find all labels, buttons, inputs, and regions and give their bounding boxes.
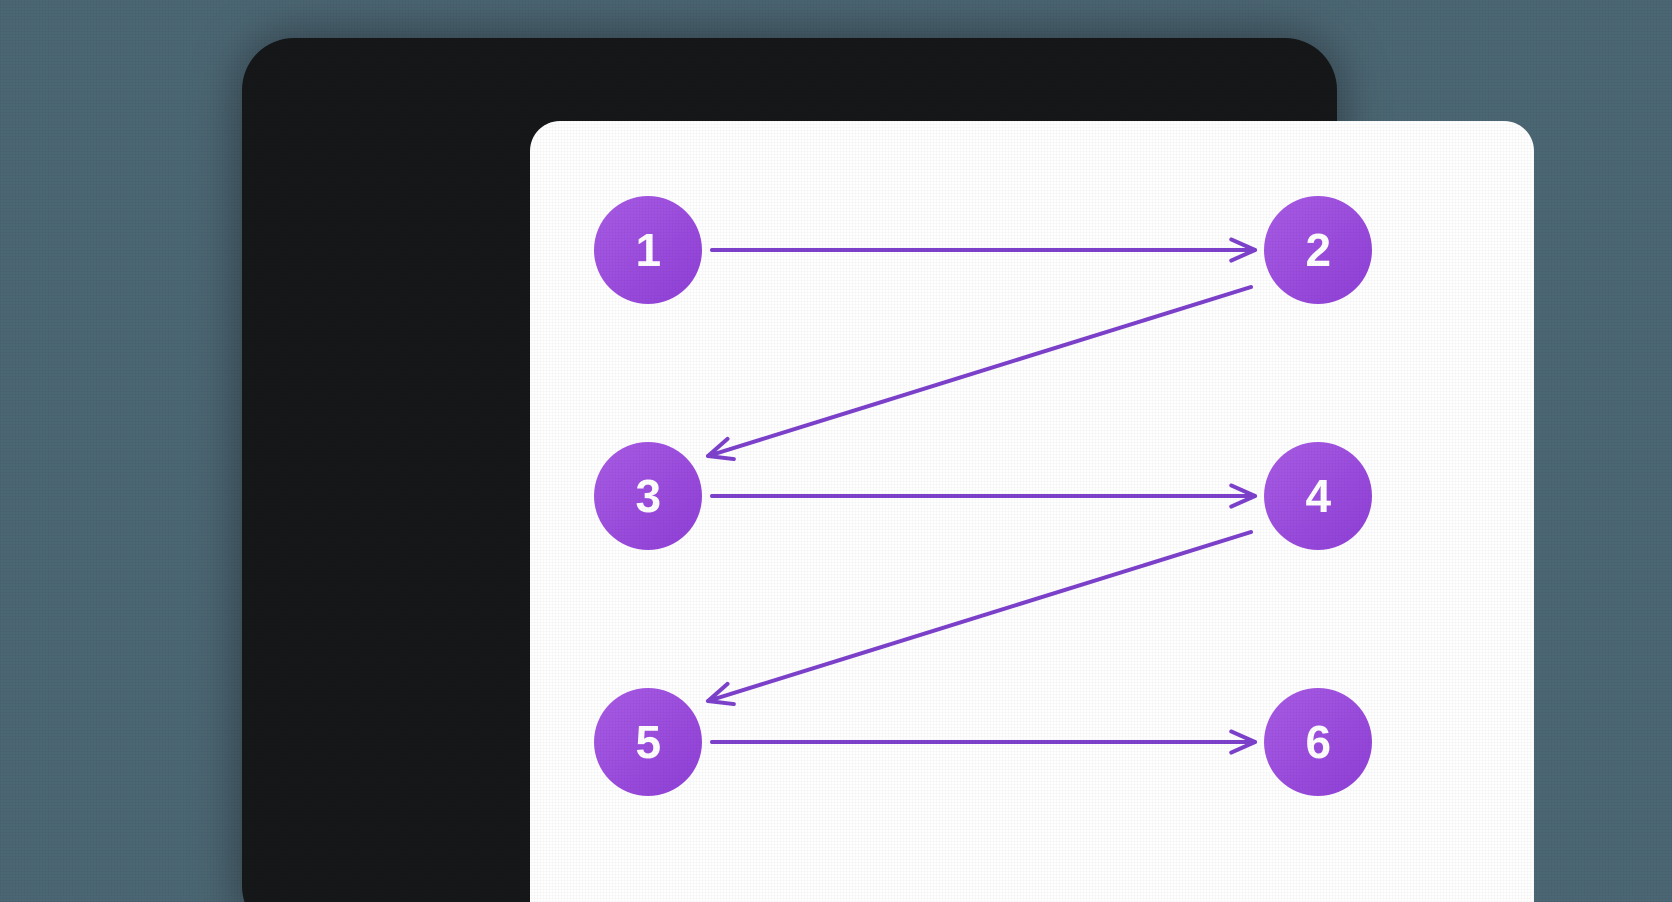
device-bezel: 1 2 3 4 5 6 bbox=[242, 38, 1534, 902]
graph-node-6[interactable]: 6 bbox=[1264, 688, 1372, 796]
edge-5-to-6 bbox=[710, 729, 1257, 755]
edge-1-to-2 bbox=[710, 237, 1257, 263]
graph-node-label: 5 bbox=[635, 716, 661, 768]
graph-node-4[interactable]: 4 bbox=[1264, 442, 1372, 550]
graph-node-label: 6 bbox=[1305, 716, 1331, 768]
arrowhead-icon bbox=[1229, 237, 1257, 263]
edge-2-to-3 bbox=[706, 285, 1253, 462]
graph-node-3[interactable]: 3 bbox=[594, 442, 702, 550]
arrowhead-icon bbox=[1229, 729, 1257, 755]
edge-layer bbox=[706, 237, 1257, 755]
graph-node-label: 3 bbox=[635, 470, 661, 522]
graph-node-5[interactable]: 5 bbox=[594, 688, 702, 796]
arrowhead-icon bbox=[706, 681, 736, 707]
graph-node-1[interactable]: 1 bbox=[594, 196, 702, 304]
arrowhead-icon bbox=[706, 436, 736, 462]
flow-diagram: 1 2 3 4 5 6 bbox=[530, 121, 1534, 902]
graph-node-label: 2 bbox=[1305, 224, 1331, 276]
graph-node-2[interactable]: 2 bbox=[1264, 196, 1372, 304]
graph-node-label: 4 bbox=[1305, 470, 1331, 522]
edge-4-to-5 bbox=[706, 530, 1253, 707]
device-screen: 1 2 3 4 5 6 bbox=[530, 121, 1534, 902]
arrowhead-icon bbox=[1229, 483, 1257, 509]
graph-node-label: 1 bbox=[635, 224, 661, 276]
edge-3-to-4 bbox=[710, 483, 1257, 509]
